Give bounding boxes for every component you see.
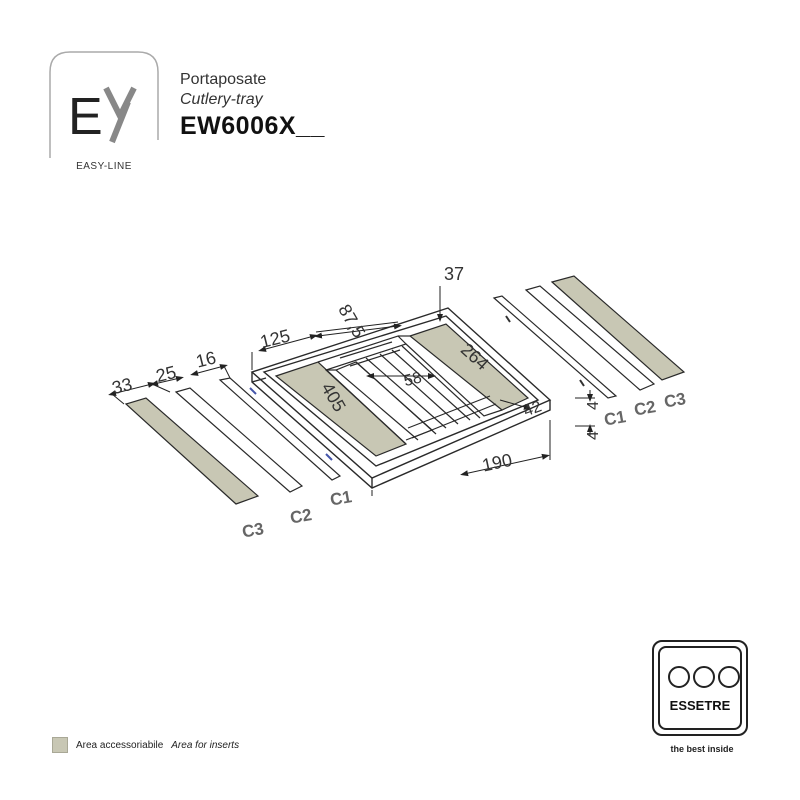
- dim-33: 33: [110, 374, 134, 398]
- brand-tagline: the best inside: [670, 744, 734, 754]
- svg-text:E: E: [68, 88, 103, 146]
- legend-label-english: Area for inserts: [171, 739, 240, 751]
- dim-16: 16: [194, 347, 218, 371]
- legend: Area accessoriabile Area for inserts: [52, 737, 239, 753]
- right-strip-c2: [524, 285, 656, 391]
- dim-190: 190: [480, 450, 514, 476]
- tray-dimension-lines: [251, 286, 595, 496]
- label-left-c3: C3: [241, 519, 266, 541]
- right-strip-c3: [550, 275, 686, 381]
- tray-dividers: [317, 335, 503, 445]
- dim-25: 25: [154, 362, 178, 386]
- title-block: Portaposate Cutlery-tray EW6006X__: [180, 70, 325, 142]
- dim-4-top: 4: [585, 401, 602, 410]
- label-right-c1: C1: [603, 407, 628, 429]
- essetre-logo: ESSETRE: [652, 640, 748, 736]
- product-code: EW6006X__: [180, 112, 325, 140]
- left-strip-dimension-lines: [108, 364, 231, 405]
- left-strip-c1: [218, 377, 342, 481]
- easy-line-logo: E EASY-LINE: [48, 50, 160, 178]
- title-english: Cutlery-tray: [180, 91, 263, 108]
- dim-37: 37: [444, 264, 464, 284]
- legend-swatch: [52, 737, 68, 753]
- left-strip-c3: [124, 397, 260, 505]
- left-strip-c2: [174, 387, 304, 493]
- label-left-c2: C2: [289, 505, 314, 527]
- label-left-c1: C1: [329, 487, 354, 509]
- insert-area-right: [408, 323, 530, 411]
- label-right-c2: C2: [633, 397, 658, 419]
- right-c1-slot-icon: [505, 315, 585, 387]
- label-right-c3: C3: [663, 389, 688, 411]
- right-strip-c1: [492, 295, 618, 399]
- left-c1-slot-icon: [249, 387, 333, 461]
- legend-label-italian: Area accessoriabile: [76, 739, 164, 751]
- brand-name: ESSETRE: [669, 698, 731, 713]
- dim-4-bottom: 4: [585, 431, 602, 440]
- essetre-brand: ESSETRE the best inside: [652, 640, 750, 754]
- dim-42: 42: [521, 398, 544, 420]
- title-italian: Portaposate: [180, 71, 267, 88]
- dim-58: 58: [402, 369, 423, 390]
- dim-125: 125: [258, 325, 292, 352]
- three-circles-icon: [668, 666, 740, 688]
- logo-caption: EASY-LINE: [76, 161, 132, 172]
